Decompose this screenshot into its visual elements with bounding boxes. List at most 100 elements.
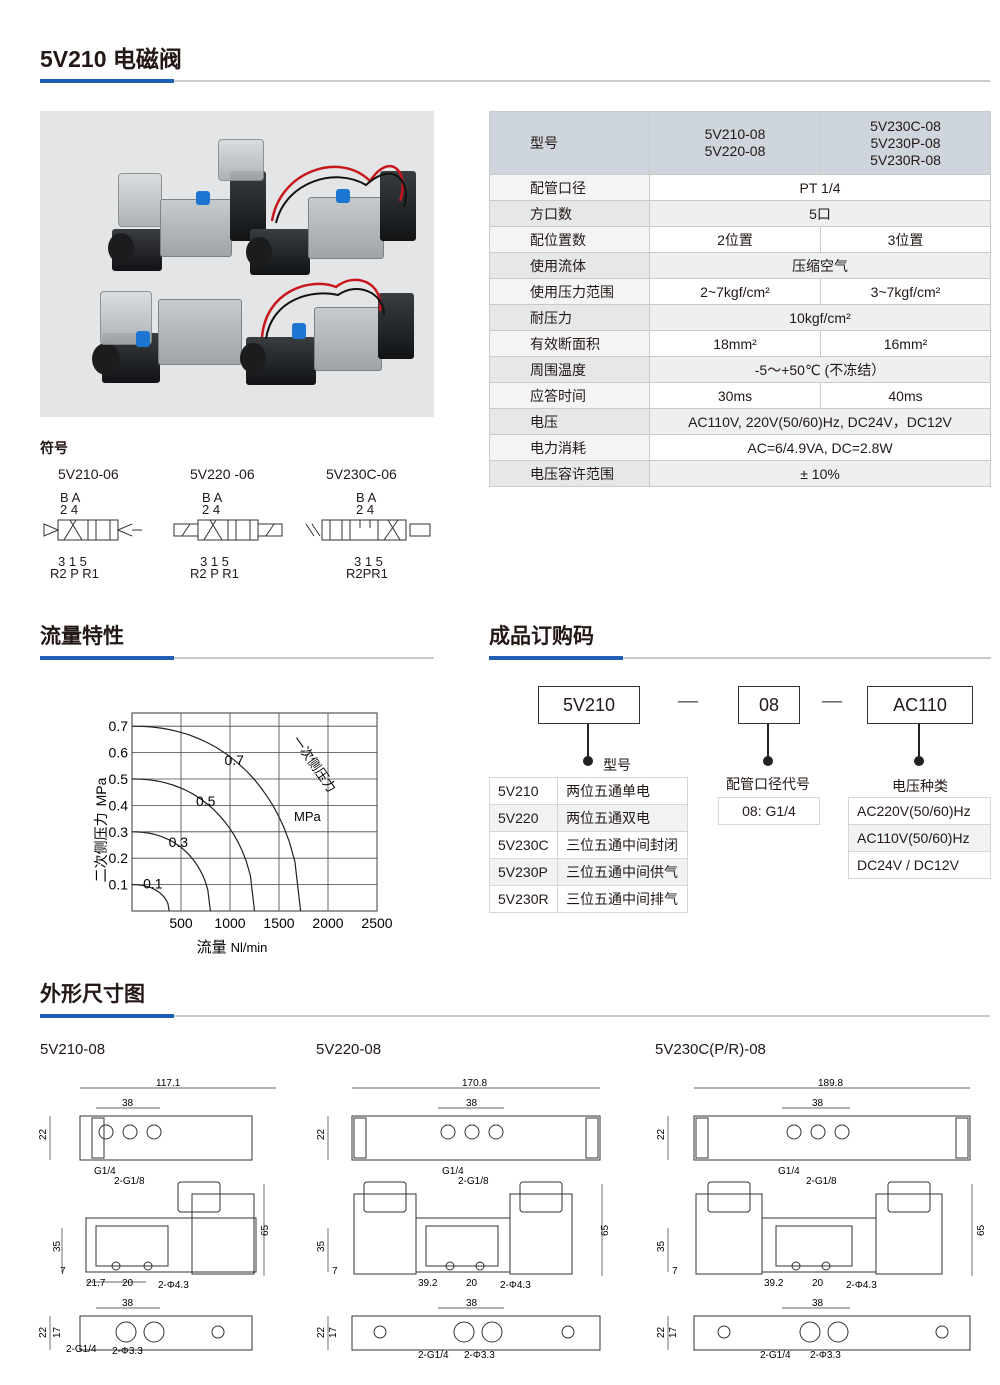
page-title: 5V210 电磁阀 [40, 46, 182, 72]
connector-dot [583, 756, 593, 766]
order-code-port: 08 [738, 686, 800, 724]
symbol-bottom-ports: R2 P R1 [50, 566, 99, 581]
dim-bottom-h: 22 [38, 1326, 49, 1338]
order-dash: — [678, 690, 698, 712]
flow-ytick: 0.6 [109, 745, 129, 761]
dim-bottom-port: 2-G1/4 [760, 1350, 791, 1361]
voltage-caption: 电压种类 [892, 778, 948, 794]
dim-side: 7 [60, 1266, 66, 1277]
dim-hole-pitch: 20 [812, 1278, 824, 1289]
order-dash: — [822, 690, 842, 712]
dim-port-label: G1/4 [94, 1166, 116, 1177]
symbols-title: 符号 [40, 440, 68, 456]
dim-height: 22 [316, 1128, 327, 1140]
connector-dot [914, 756, 924, 766]
port-table: 08: G1/4 [718, 797, 820, 825]
dim-ports-label: 2-G1/8 [458, 1176, 489, 1187]
dim-bottom-hole: 2-Φ3.3 [112, 1346, 143, 1357]
dim-total: 65 [600, 1224, 611, 1236]
dim-side: 7 [332, 1266, 338, 1277]
dim-total: 65 [260, 1224, 271, 1236]
dim-bottom-port: 2-G1/4 [418, 1350, 449, 1361]
symbol-name: 5V220 -06 [190, 466, 255, 482]
flow-ytick: 0.3 [109, 824, 129, 840]
symbol-top-nums: 2 4 [60, 502, 79, 517]
wires-icon [260, 165, 407, 340]
dim-length: 170.8 [462, 1078, 487, 1089]
spec-row: 电压容许范围± 10% [489, 460, 991, 487]
dimensions-rule [40, 1015, 990, 1017]
order-code-voltage: AC110 [867, 686, 973, 724]
flow-ytick: 0.1 [109, 877, 129, 893]
flow-rule [40, 657, 434, 659]
dim-total: 65 [976, 1224, 987, 1236]
flow-series-label: 0.1 [143, 875, 163, 891]
dim-base: 35 [52, 1240, 63, 1252]
dim-base: 35 [656, 1240, 667, 1252]
dim-mount: 2-Φ4.3 [846, 1280, 877, 1291]
flow-annotation-primary: 一次侧压力 [290, 733, 340, 795]
dim-length: 117.1 [156, 1078, 181, 1089]
symbol-top-ports: B A [202, 490, 223, 505]
dim-bottom-port: 2-G1/4 [66, 1344, 97, 1355]
dim-bottom-pitch: 38 [122, 1298, 134, 1309]
flow-ylabel: 二次侧压力MPa [93, 777, 109, 882]
title-rule-accent [40, 79, 174, 83]
symbol-5v230c: 5V230C-06 B A 2 4 3 1 5 R2PR1 [302, 466, 442, 581]
dim-bottom-pitch: 38 [812, 1298, 824, 1309]
connector-dot [763, 756, 773, 766]
voltage-table: AC220V(50/60)Hz AC110V(50/60)Hz DC24V / … [848, 797, 991, 879]
title-rule [40, 80, 990, 82]
valve-symbol-icon [173, 519, 283, 541]
dim-offset: 39.2 [418, 1278, 438, 1289]
symbol-bottom-nums: 3 1 5 [58, 554, 87, 569]
symbol-bottom-ports: R2 P R1 [190, 566, 239, 581]
dim-side: 7 [672, 1266, 678, 1277]
flow-curve-0.7 [131, 725, 302, 912]
dim-bottom-hole: 2-Φ3.3 [810, 1350, 841, 1361]
flow-curve-0.1 [132, 884, 170, 912]
dim-offset: 21.7 [86, 1278, 106, 1289]
flow-rule-accent [40, 656, 174, 660]
symbol-5v220: 5V220 -06 B A 2 4 3 1 5 R2 P R1 [172, 466, 312, 581]
product-photo [40, 111, 434, 417]
model-caption: 型号 [603, 757, 631, 773]
dim-pitch: 38 [122, 1098, 134, 1109]
symbol-bottom-ports: R2PR1 [346, 566, 388, 581]
dim-offset: 39.2 [764, 1278, 784, 1289]
flow-title: 流量特性 [40, 625, 124, 648]
order-code-model: 5V210 [538, 686, 640, 724]
flow-xtick: 2000 [312, 915, 343, 931]
dim-hole-pitch: 20 [466, 1278, 478, 1289]
dim-bottom-h: 22 [316, 1326, 327, 1338]
valve-symbol-icon [305, 519, 431, 541]
connector-line [767, 724, 769, 758]
dim-bottom-h2: 17 [668, 1326, 679, 1338]
flow-xtick: 500 [169, 915, 193, 931]
dim-height: 22 [38, 1128, 49, 1140]
symbol-bottom-nums: 3 1 5 [354, 554, 383, 569]
voltage-row: DC24V / DC12V [848, 851, 991, 879]
dim-drawing-5v220: 170.8 38 22 G1/4 2-G1/8 65 35 7 39.2 20 … [316, 1078, 611, 1361]
order-title: 成品订购码 [489, 625, 594, 648]
symbol-top-nums: 2 4 [356, 502, 375, 517]
symbol-top-ports: B A [356, 490, 377, 505]
dim-view-name: 5V220-08 [316, 1041, 382, 1058]
flow-ytick: 0.5 [109, 771, 129, 787]
valve-symbol-icon [43, 519, 142, 541]
dim-pitch: 38 [466, 1098, 478, 1109]
flow-curve-0.3 [132, 831, 211, 912]
